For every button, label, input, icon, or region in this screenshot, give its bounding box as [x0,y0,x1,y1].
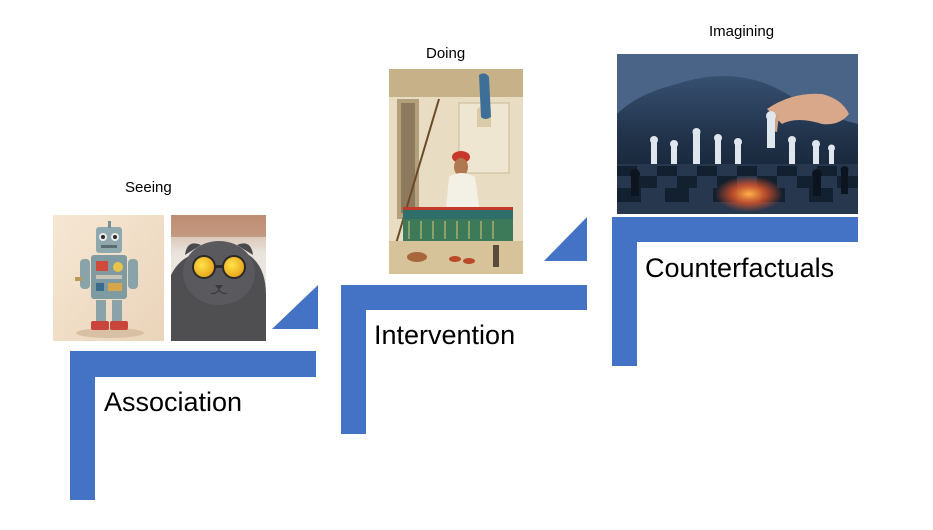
label-intervention: Intervention [374,320,516,350]
step-2-arrow-triangle [544,217,587,261]
caption-imagining: Imagining [709,23,775,40]
step-1-arrow-triangle [272,285,318,329]
weaver-painting [389,69,523,274]
step-3-top-bar [612,217,858,242]
chess-hand-photo [617,54,858,214]
label-association: Association [104,387,243,417]
caption-doing: Doing [426,45,466,62]
step-1-left-bar [70,351,95,500]
robot-toy-photo [53,215,164,341]
step-3-left-bar [612,217,637,366]
caption-seeing: Seeing [125,179,172,196]
step-2-top-bar [341,285,587,310]
label-counterfactuals: Counterfactuals [645,253,835,283]
cat-sunglasses-photo [171,215,266,341]
step-1-top-bar [70,351,316,377]
step-2-left-bar [341,285,366,434]
